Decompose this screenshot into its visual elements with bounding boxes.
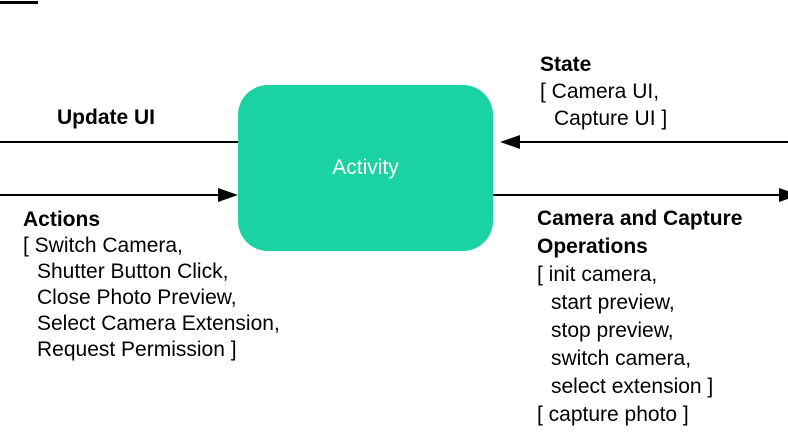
operations-line-item: [ init camera, <box>537 263 658 286</box>
state-arrow-line <box>517 141 788 143</box>
actions-title: Actions <box>23 208 101 231</box>
operations-title: Camera and Capture <box>537 207 743 230</box>
operations-label-group: Camera and Capture Operations [ init cam… <box>537 205 742 429</box>
update-ui-arrow-line <box>0 141 239 143</box>
update-ui-label: Update UI <box>57 106 156 129</box>
operations-line-item: [ capture photo ] <box>537 403 689 426</box>
state-line-item: Capture UI ] <box>554 107 668 130</box>
actions-line-item: Select Camera Extension, <box>37 312 280 335</box>
operations-line-item: switch camera, <box>551 347 692 370</box>
operations-arrow-line <box>493 194 782 196</box>
actions-line-item: Request Permission ] <box>37 338 237 361</box>
state-title: State <box>540 53 592 76</box>
operations-arrowhead-icon <box>779 188 788 202</box>
clipped-edge-artifact <box>0 1 38 4</box>
activity-node-label: Activity <box>332 156 399 179</box>
actions-label-group: Actions [ Switch Camera, Shutter Button … <box>23 207 280 363</box>
state-arrowhead-icon <box>500 135 520 149</box>
actions-line-item: Shutter Button Click, <box>37 260 229 283</box>
state-label-group: State [ Camera UI, Capture UI ] <box>540 51 667 132</box>
operations-line-item: select extension ] <box>551 375 714 398</box>
operations-line-item: stop preview, <box>551 319 674 342</box>
actions-line-item: [ Switch Camera, <box>23 234 183 257</box>
operations-title: Operations <box>537 235 648 258</box>
actions-line-item: Close Photo Preview, <box>37 286 237 309</box>
operations-line-item: start preview, <box>551 291 675 314</box>
activity-node: Activity <box>238 85 493 251</box>
actions-arrow-line <box>0 194 221 196</box>
state-line-item: [ Camera UI, <box>540 80 660 103</box>
actions-arrowhead-icon <box>218 188 238 202</box>
